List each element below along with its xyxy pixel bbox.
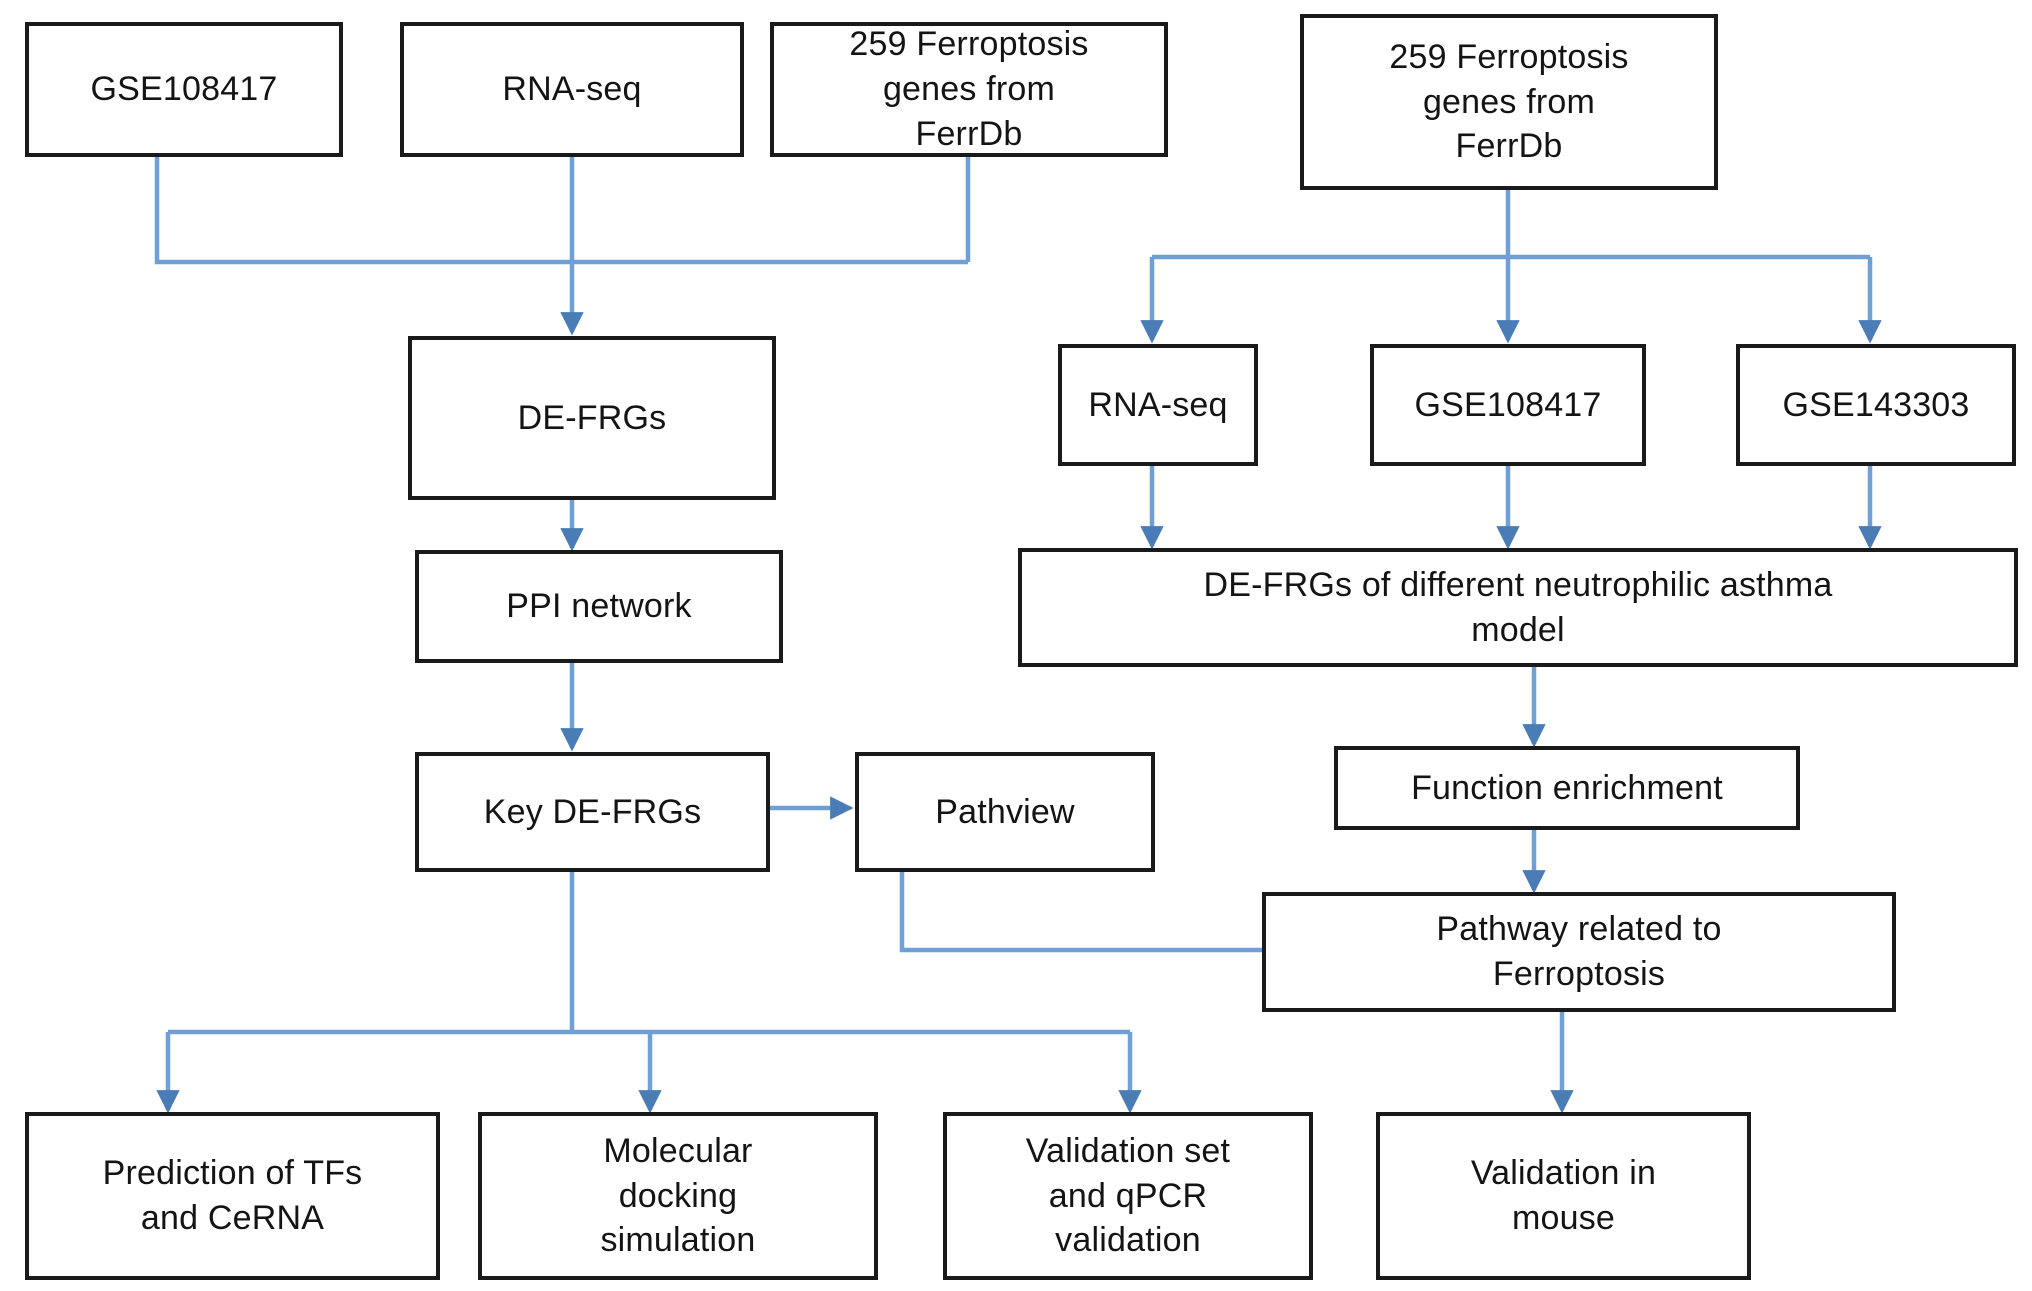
node-validation-qpcr[interactable]: Validation set and qPCR validation: [943, 1112, 1313, 1280]
node-label: Molecular docking simulation: [600, 1131, 756, 1260]
node-de-frgs-model[interactable]: DE-FRGs of different neutrophilic asthma…: [1018, 548, 2018, 667]
node-ppi-network[interactable]: PPI network: [415, 550, 783, 663]
edge-pathview-to-pathway: [899, 872, 1262, 953]
node-pathview[interactable]: Pathview: [855, 752, 1155, 872]
node-label: Validation set and qPCR validation: [1025, 1131, 1231, 1260]
node-rnaseq-right[interactable]: RNA-seq: [1058, 344, 1258, 466]
node-label: Prediction of TFs and CeRNA: [102, 1154, 363, 1237]
node-validation-mouse[interactable]: Validation in mouse: [1376, 1112, 1751, 1280]
node-label: 259 Ferroptosis genes from FerrDb: [1389, 37, 1629, 166]
node-de-frgs[interactable]: DE-FRGs: [408, 336, 776, 500]
node-label: RNA-seq: [502, 70, 642, 109]
node-gse108417-right[interactable]: GSE108417: [1370, 344, 1646, 466]
node-rnaseq-top[interactable]: RNA-seq: [400, 22, 744, 157]
node-label: Pathway related to Ferroptosis: [1436, 910, 1722, 993]
node-label: DE-FRGs of different neutrophilic asthma…: [1203, 565, 1833, 649]
node-label: Validation in mouse: [1470, 1154, 1657, 1237]
node-label: RNA-seq: [1088, 385, 1228, 424]
node-ferrdb-left[interactable]: 259 Ferroptosis genes from FerrDb: [770, 22, 1168, 157]
node-ferrdb-right[interactable]: 259 Ferroptosis genes from FerrDb: [1300, 14, 1718, 190]
node-pathway-ferroptosis[interactable]: Pathway related to Ferroptosis: [1262, 892, 1896, 1012]
edge-gse108417-to-defrgs: [154, 157, 968, 265]
node-gse143303[interactable]: GSE143303: [1736, 344, 2016, 466]
node-prediction-tfs[interactable]: Prediction of TFs and CeRNA: [25, 1112, 440, 1280]
node-label: DE-FRGs: [517, 398, 667, 437]
node-molecular-docking[interactable]: Molecular docking simulation: [478, 1112, 878, 1280]
node-key-de-frgs[interactable]: Key DE-FRGs: [415, 752, 770, 872]
node-label: GSE108417: [90, 70, 278, 109]
node-label: Key DE-FRGs: [483, 792, 702, 831]
node-function-enrichment[interactable]: Function enrichment: [1334, 746, 1800, 830]
node-label: 259 Ferroptosis genes from FerrDb: [849, 25, 1089, 153]
node-label: Pathview: [935, 792, 1075, 831]
node-gse108417-top[interactable]: GSE108417: [25, 22, 343, 157]
node-label: GSE143303: [1782, 385, 1970, 424]
node-label: PPI network: [506, 587, 692, 626]
node-label: GSE108417: [1414, 385, 1602, 424]
node-label: Function enrichment: [1411, 768, 1723, 807]
